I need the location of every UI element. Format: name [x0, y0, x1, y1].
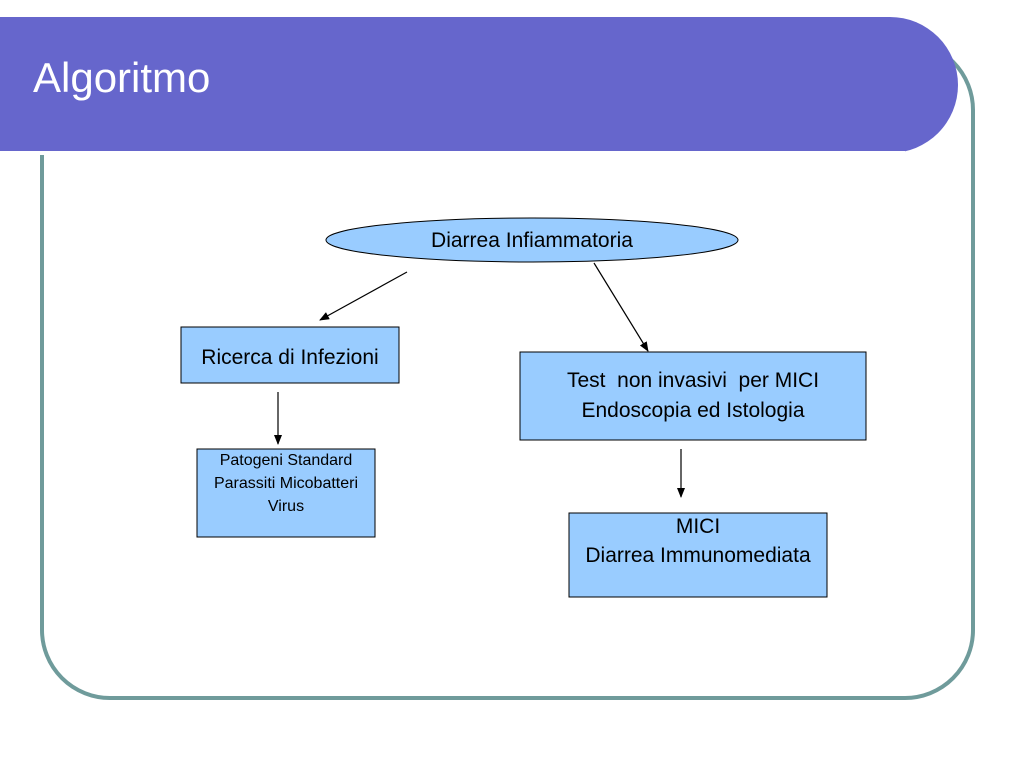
- label-line: MICI: [675, 515, 721, 538]
- node-test-mici: [519, 351, 867, 441]
- label-line: Test non invasivi per MICI: [566, 369, 820, 392]
- label-line: Endoscopia ed Istologia: [581, 399, 805, 422]
- label-line: Virus: [267, 498, 305, 515]
- label-line: Parassiti Micobatteri: [213, 475, 359, 492]
- label-line: Diarrea Immunomediata: [585, 544, 811, 567]
- node-patogeni: [196, 448, 376, 538]
- label-line: Patogeni Standard: [219, 452, 353, 469]
- label-ricerca-infezioni: Ricerca di Infezioni: [181, 341, 399, 375]
- label-patogeni: Patogeni Standard Parassiti Micobatteri …: [197, 449, 375, 518]
- label-mici: MICI Diarrea Immunomediata: [548, 512, 848, 570]
- node-diarrea-infiammatoria: [325, 217, 739, 263]
- arrow-root-to-infezioni: [319, 271, 408, 321]
- arrow-root-to-test: [593, 262, 649, 352]
- node-ricerca-infezioni: [180, 326, 400, 384]
- label-test-mici: Test non invasivi per MICI Endoscopia ed…: [520, 366, 866, 426]
- node-mici: [568, 512, 828, 598]
- label-diarrea-infiammatoria: Diarrea Infiammatoria: [326, 224, 738, 258]
- slide-title: Algoritmo: [33, 54, 211, 101]
- title-bar: [0, 17, 958, 155]
- label-text: Ricerca di Infezioni: [201, 346, 379, 369]
- label-text: Diarrea Infiammatoria: [431, 229, 633, 252]
- title-underline: [0, 151, 905, 155]
